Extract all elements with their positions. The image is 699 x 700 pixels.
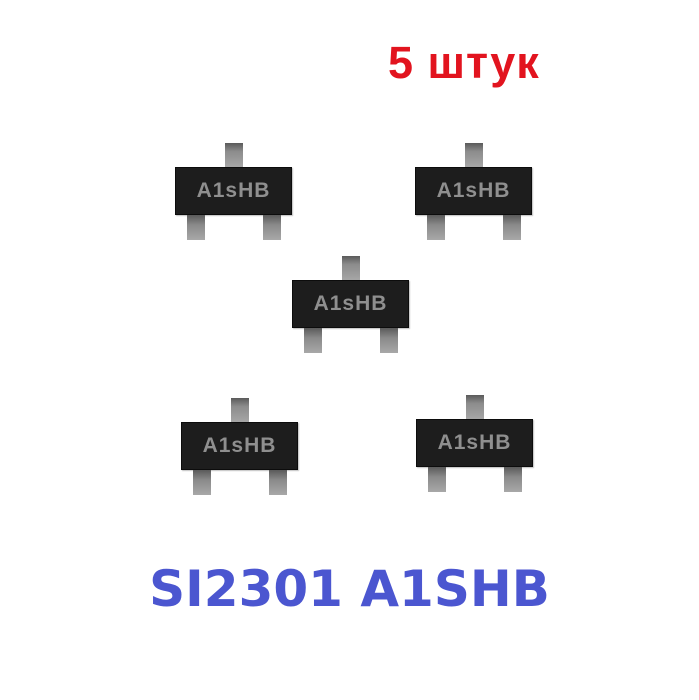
sot23-chip-bottom-left: A1sHB <box>181 398 299 496</box>
chip-pin-top <box>466 395 484 419</box>
chip-pin-top <box>225 143 243 167</box>
chip-pin-bottom-right <box>269 470 287 495</box>
chip-body: A1sHB <box>175 167 292 215</box>
sot23-chip-top-right: A1sHB <box>415 143 533 241</box>
chip-marking: A1sHB <box>196 179 271 202</box>
chip-marking: A1sHB <box>313 292 388 315</box>
sot23-chip-center: A1sHB <box>292 256 410 354</box>
chip-body: A1sHB <box>292 280 409 328</box>
chip-pin-bottom-right <box>380 328 398 353</box>
quantity-label: 5 штук <box>388 37 540 88</box>
chip-body: A1sHB <box>415 167 532 215</box>
chip-body: A1sHB <box>416 419 533 467</box>
chip-marking: A1sHB <box>436 179 511 202</box>
chip-pin-bottom-left <box>427 215 445 240</box>
sot23-chip-bottom-right: A1sHB <box>416 395 534 493</box>
chip-body: A1sHB <box>181 422 298 470</box>
chip-marking: A1sHB <box>437 431 512 454</box>
chip-pin-bottom-left <box>193 470 211 495</box>
product-title: SI2301 A1SHB <box>149 560 550 618</box>
chip-pin-top <box>231 398 249 422</box>
chip-pin-bottom-right <box>503 215 521 240</box>
chip-pin-bottom-right <box>504 467 522 492</box>
chip-pin-bottom-left <box>187 215 205 240</box>
chip-pin-top <box>465 143 483 167</box>
chip-pin-bottom-left <box>428 467 446 492</box>
sot23-chip-top-left: A1sHB <box>175 143 293 241</box>
chip-pin-bottom-right <box>263 215 281 240</box>
chip-pin-bottom-left <box>304 328 322 353</box>
chip-marking: A1sHB <box>202 434 277 457</box>
chip-pin-top <box>342 256 360 280</box>
